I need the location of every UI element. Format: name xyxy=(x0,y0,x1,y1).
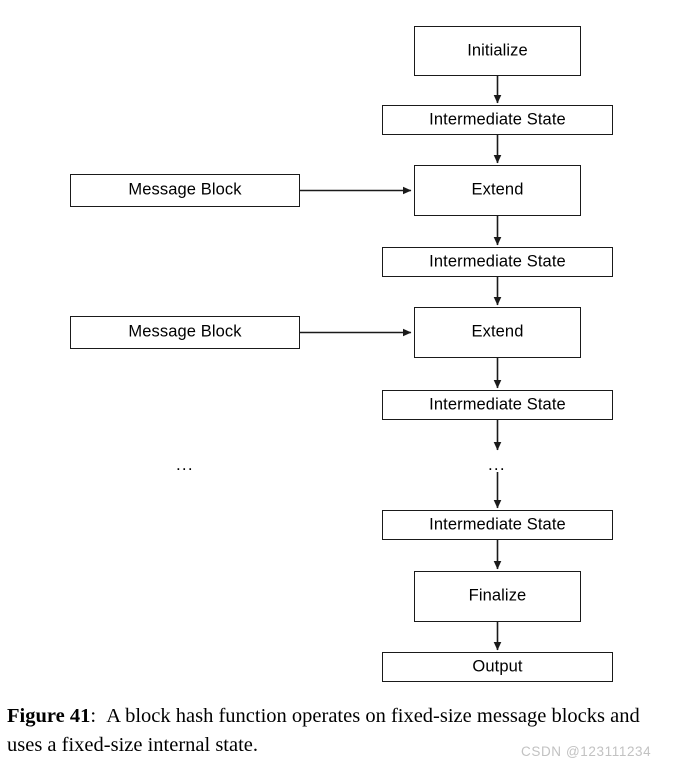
node-intermediate-state-3: Intermediate State xyxy=(382,390,613,420)
node-finalize: Finalize xyxy=(414,571,581,622)
node-intermediate-state-4: Intermediate State xyxy=(382,510,613,540)
csdn-watermark: CSDN @123111234 xyxy=(521,744,652,759)
node-initialize-label: Initialize xyxy=(467,41,528,60)
node-extend-1-label: Extend xyxy=(471,180,524,199)
node-intermediate-state-2: Intermediate State xyxy=(382,247,613,277)
node-intermediate-state-3-label: Intermediate State xyxy=(429,395,566,414)
node-intermediate-state-1-label: Intermediate State xyxy=(429,110,566,129)
figure-caption-number: Figure 41 xyxy=(7,705,91,727)
node-message-block-1-label: Message Block xyxy=(128,180,242,199)
node-output-label: Output xyxy=(472,657,523,676)
figure-caption-separator: : xyxy=(90,705,97,727)
figure-diagram: Initialize Intermediate State Message Bl… xyxy=(70,26,613,682)
node-extend-2-label: Extend xyxy=(471,322,524,341)
node-initialize: Initialize xyxy=(414,26,581,76)
figure-caption: Figure 41: A block hash function operate… xyxy=(7,702,677,760)
node-message-block-1: Message Block xyxy=(70,174,300,207)
node-message-block-2: Message Block xyxy=(70,316,300,349)
node-intermediate-state-1: Intermediate State xyxy=(382,105,613,135)
node-message-block-2-label: Message Block xyxy=(128,322,242,341)
node-intermediate-state-4-label: Intermediate State xyxy=(429,515,566,534)
node-finalize-label: Finalize xyxy=(468,586,527,605)
ellipsis-left: ... xyxy=(176,455,194,474)
figure-caption-text: A block hash function operates on fixed-… xyxy=(7,705,640,756)
ellipsis-center: ... xyxy=(488,455,506,474)
node-extend-1: Extend xyxy=(414,165,581,216)
node-output: Output xyxy=(382,652,613,682)
node-intermediate-state-2-label: Intermediate State xyxy=(429,252,566,271)
node-extend-2: Extend xyxy=(414,307,581,358)
